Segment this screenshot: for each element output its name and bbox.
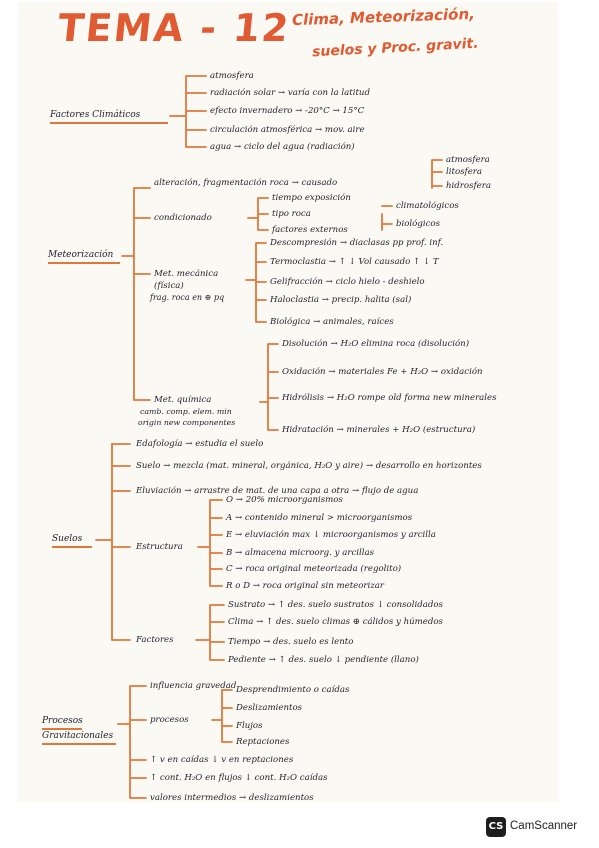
mecanica-item: Biológica → animales, raíces: [270, 317, 394, 327]
procesos-extra: ↑ v en caídas ↓ v en reptaciones: [150, 755, 294, 765]
horizonte-item: B → almacena microorg. y arcillas: [226, 548, 375, 558]
meteo-alteracion: alteración, fragmentación roca → causado: [154, 178, 338, 188]
connector: [169, 75, 207, 148]
connector: [121, 187, 135, 401]
section-suelos: Suelos: [52, 534, 83, 544]
horizonte-item: R o D → roca original sin meteorizar: [226, 581, 385, 591]
factor-item: efecto invernadero → -20°C → 15°C: [210, 106, 365, 116]
suelos-estructura: Estructura: [136, 542, 183, 552]
proceso-item: Flujos: [236, 721, 263, 731]
section-underline: [52, 546, 92, 548]
horizonte-item: E → eluviación max ↓ microorganismos y a…: [226, 530, 436, 540]
connector: [245, 242, 267, 323]
suelos-suelo: Suelo → mezcla (mat. mineral, orgánica, …: [136, 461, 482, 471]
connector: [247, 197, 269, 231]
mecanica-label: Met. mecánica: [154, 269, 219, 279]
connector: [259, 343, 279, 431]
factor-item: circulación atmosférica → mov. aire: [210, 125, 365, 135]
cond-target: climatológicos: [396, 201, 459, 211]
mecanica-item: Gelifracción → ciclo hielo - deshielo: [270, 277, 425, 287]
mecanica-item: Descompresión → diaclasas pp prof. inf.: [270, 238, 444, 248]
quimica-item: Disolución → H₂O elimina roca (disolució…: [282, 339, 470, 349]
suelos-factores: Factores: [136, 635, 174, 645]
proceso-item: Reptaciones: [236, 737, 290, 747]
horizonte-item: A → contenido mineral > microorganismos: [226, 513, 413, 523]
section-meteorizacion: Meteorización: [48, 250, 114, 260]
procesos-extra: valores intermedios → deslizamientos: [150, 793, 314, 803]
factor-item: atmosfera: [210, 71, 254, 81]
factor-suelo-item: Sustrato → ↑ des. suelo sustratos ↓ cons…: [228, 600, 443, 610]
factor-suelo-item: Pediente → ↑ des. suelo ↓ pendiente (lla…: [228, 655, 419, 665]
quimica-item: Hidratación → minerales + H₂O (estructur…: [282, 425, 476, 435]
factor-item: radiación solar → varía con la latitud: [210, 88, 370, 98]
suelos-edafologia: Edafología → estudia el suelo: [136, 439, 264, 449]
camscanner-label: CamScanner: [510, 820, 578, 832]
cond-target: biológicos: [396, 219, 440, 229]
section-underline: [42, 743, 116, 745]
connector: [133, 187, 151, 401]
connector: [95, 443, 113, 641]
suelos-eluviacion: Eluviación → arrastre de mat. de una cap…: [136, 486, 419, 496]
quimica-item: Oxidación → materiales Fe + H₂O → oxidac…: [282, 367, 483, 377]
section-underline: [48, 262, 120, 264]
section-procesos: Procesos: [42, 716, 83, 726]
proceso-item: Desprendimiento o caídas: [236, 685, 350, 695]
mecanica-label: (física): [154, 281, 184, 291]
mecanica-item: Termoclastia → ↑ ↓ Vol causado ↑ ↓ T: [270, 257, 439, 267]
cond-item: factores externos: [272, 225, 348, 235]
connector: [381, 205, 393, 231]
section-underline: [42, 728, 82, 730]
meteo-condicionado: condicionado: [154, 213, 212, 223]
section-factores-climaticos: Factores Climáticos: [50, 110, 141, 120]
factor-suelo-item: Clima → ↑ des. suelo climas ⊕ cálidos y …: [228, 617, 443, 627]
horizonte-item: O → 20% microorganismos: [226, 495, 343, 505]
connector: [117, 685, 147, 799]
connector: [111, 443, 131, 641]
quimica-label: camb. comp. elem. min: [140, 407, 232, 416]
mecanica-item: Haloclastia → precip. halita (sal): [270, 295, 412, 305]
quimica-label: Met. química: [154, 395, 212, 405]
connector: [211, 689, 233, 743]
factor-item: agua → ciclo del agua (radiación): [210, 142, 355, 152]
cond-item: tiempo exposición: [272, 193, 351, 203]
connector: [197, 499, 223, 587]
section-gravitacionales: Gravitacionales: [42, 731, 114, 741]
alteracion-target: litosfera: [446, 167, 483, 177]
page-title: TEMA - 12: [55, 6, 293, 50]
connector: [195, 604, 225, 661]
quimica-item: Hidrólisis → H₂O rompe old forma new min…: [282, 393, 497, 403]
quimica-label: origin new componentes: [138, 418, 236, 427]
camscanner-logo-icon: CS: [486, 817, 506, 837]
mecanica-label: frag. roca en ⊕ pq: [150, 293, 225, 302]
factor-suelo-item: Tiempo → des. suelo es lento: [228, 637, 354, 647]
alteracion-target: hidrosfera: [446, 181, 491, 191]
alteracion-target: atmosfera: [446, 155, 490, 165]
connector: [431, 159, 443, 189]
procesos-procesos: procesos: [150, 715, 189, 725]
procesos-influencia: influencia gravedad: [150, 681, 237, 691]
camscanner-watermark: CS CamScanner: [486, 815, 596, 839]
notes-page: [18, 2, 558, 802]
section-underline: [50, 122, 168, 124]
cond-item: tipo roca: [272, 209, 311, 219]
horizonte-item: C → roca original meteorizada (regolito): [226, 564, 402, 574]
proceso-item: Deslizamientos: [236, 703, 303, 713]
procesos-extra: ↑ cont. H₂O en flujos ↓ cont. H₂O caídas: [150, 773, 328, 783]
